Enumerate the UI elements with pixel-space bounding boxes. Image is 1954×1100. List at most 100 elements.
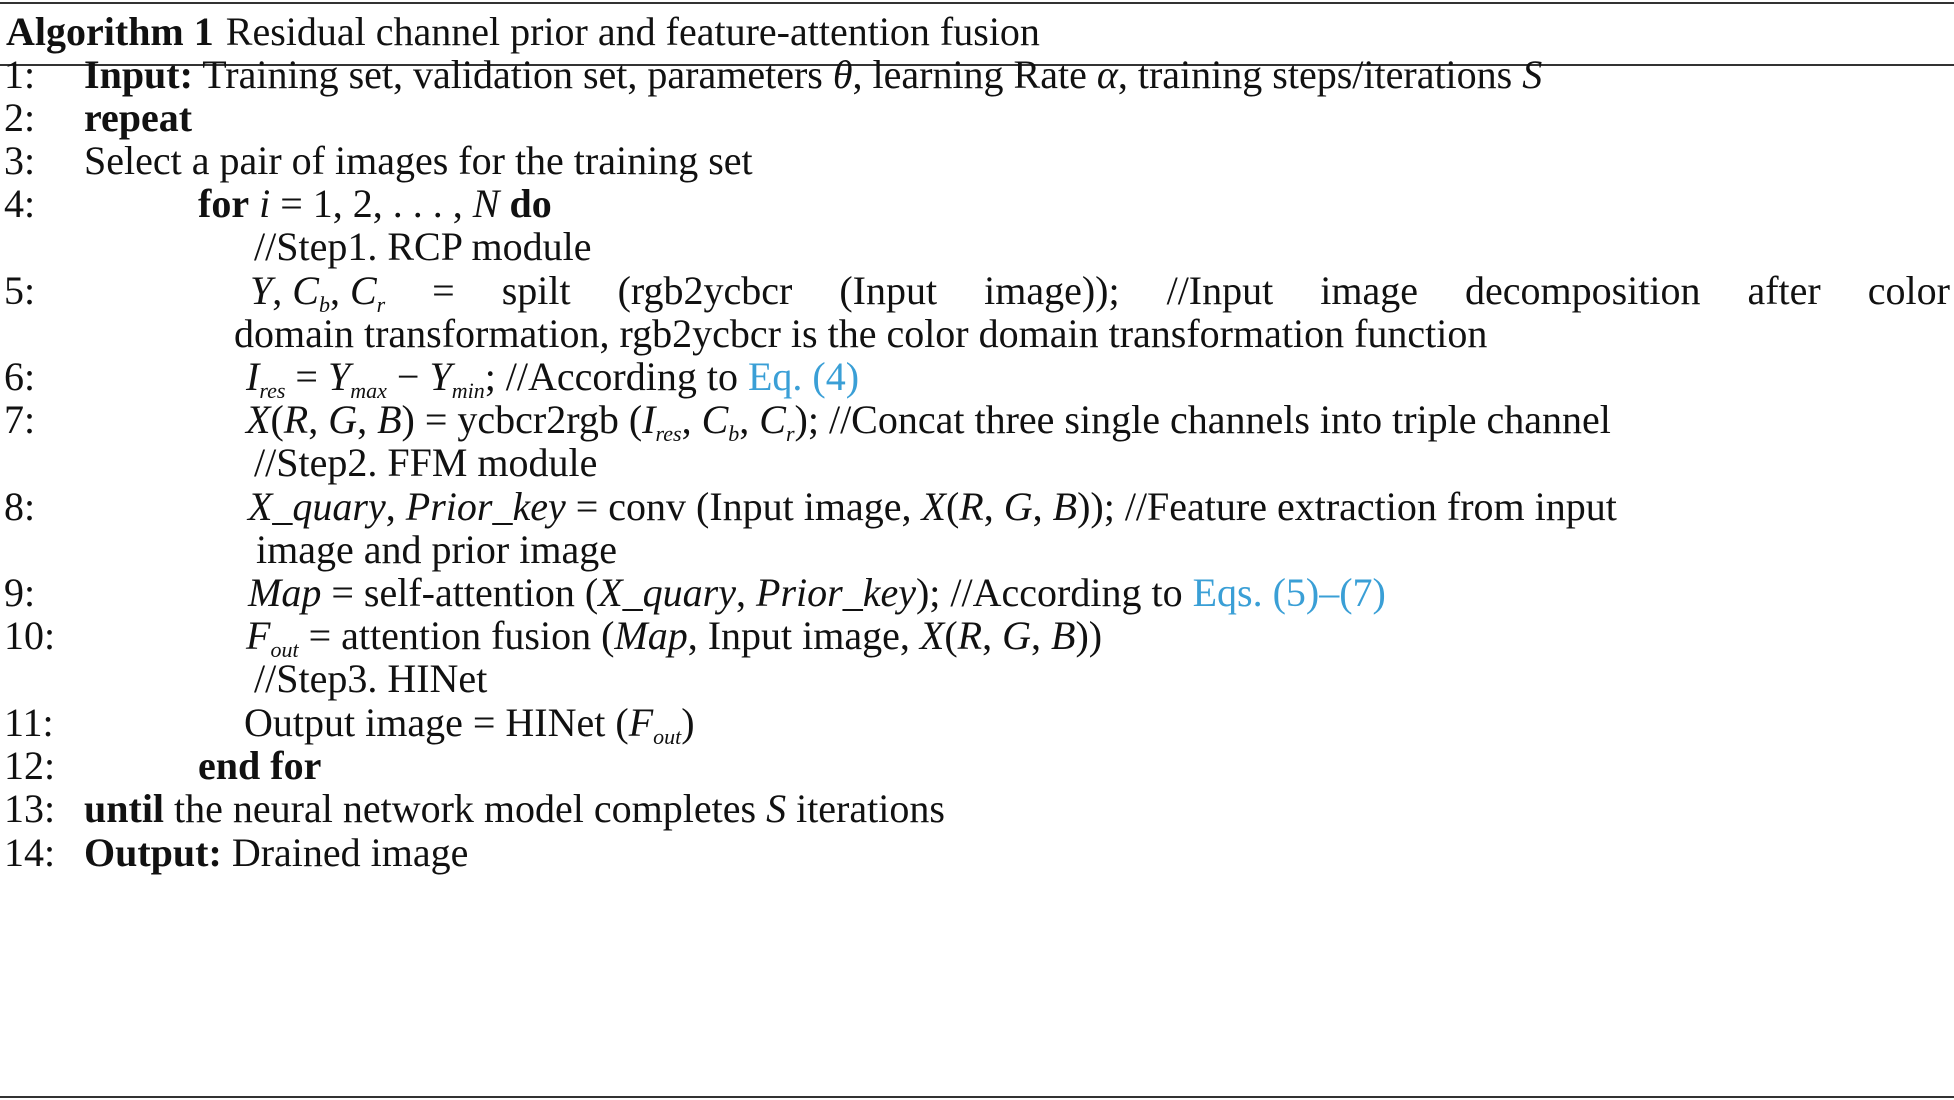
var: X (919, 613, 945, 658)
line-number: 10: (4, 613, 56, 658)
var: X (246, 397, 271, 442)
comment-text: //Step1. RCP module (254, 224, 592, 269)
var: G (1003, 484, 1033, 529)
word: color (1867, 268, 1950, 313)
text: = (285, 354, 328, 399)
subscript: out (653, 724, 682, 749)
var: R (959, 484, 984, 529)
comment-text: //Step3. HINet (254, 656, 488, 701)
caption-rule (0, 64, 1954, 66)
word: spilt (501, 268, 571, 313)
subscript: b (728, 421, 740, 446)
text: − (386, 354, 430, 399)
subscript: res (655, 421, 682, 446)
subscript: r (376, 292, 386, 317)
var: B (377, 397, 402, 442)
line-number: 5: (4, 268, 36, 313)
top-rule (0, 2, 1954, 4)
keyword: Output: (84, 830, 222, 875)
text: Training set, validation set, parameters (202, 52, 833, 97)
text: ; //According to (484, 354, 748, 399)
word: decomposition (1464, 268, 1701, 313)
line-number: 9: (4, 570, 36, 615)
word: image (1320, 268, 1418, 313)
word: = (432, 268, 455, 313)
var: R (283, 397, 309, 442)
var: R (957, 613, 983, 658)
line-number: 4: (4, 181, 36, 226)
text: Select a pair of images for the training… (84, 138, 753, 183)
subscript: b (318, 292, 330, 317)
text: = self-attention ( (321, 570, 599, 615)
var: i (259, 181, 271, 226)
text: = ycbcr2rgb ( (414, 397, 643, 442)
var: F (628, 700, 654, 745)
algorithm-title: Residual channel prior and feature-atten… (225, 9, 1040, 54)
line-number: 13: (4, 786, 56, 831)
theta-symbol: θ (832, 52, 853, 97)
var: F (246, 613, 271, 658)
text: , learning Rate (852, 52, 1097, 97)
text: Drained image (221, 830, 469, 875)
line-number: 8: (4, 484, 36, 529)
var: Y (429, 354, 452, 399)
keyword: repeat (84, 95, 193, 140)
text: )); //Feature extraction from input (1077, 484, 1617, 529)
var: Prior_key (405, 484, 566, 529)
subscript: out (270, 637, 299, 662)
var: G (328, 397, 358, 442)
s-symbol: S (766, 786, 787, 831)
s-symbol: S (1522, 52, 1543, 97)
equation-link[interactable]: Eq. (4) (747, 354, 860, 399)
var: Prior_key (756, 570, 916, 615)
word: (Input (839, 268, 938, 313)
var: Map (614, 613, 688, 658)
var: Y (327, 354, 351, 399)
text: the neural network model completes (164, 786, 767, 831)
equation-link[interactable]: Eqs. (5)–(7) (1192, 570, 1386, 615)
text: ); //Concat three single channels into t… (794, 397, 1611, 442)
line-number: 11: (4, 700, 54, 745)
word: (rgb2ycbcr (617, 268, 793, 313)
comment-text: //Step2. FFM module (254, 440, 598, 485)
keyword: Input: (84, 52, 193, 97)
text: = 1, 2, . . . , (270, 181, 473, 226)
var: Y (250, 268, 273, 313)
keyword: do (509, 181, 552, 226)
algorithm-label: Algorithm 1 (6, 9, 214, 54)
word: //Input (1166, 268, 1274, 313)
var: N (472, 181, 500, 226)
text: image and prior image (256, 527, 617, 572)
keyword: until (84, 786, 165, 831)
line-number: 3: (4, 138, 36, 183)
text: Output image = HINet ( (244, 700, 629, 745)
var: C (759, 397, 786, 442)
var: I (246, 354, 260, 399)
alpha-symbol: α (1096, 52, 1118, 97)
text: ) (681, 700, 695, 745)
bottom-rule (0, 1096, 1954, 1098)
keyword: for (198, 181, 250, 226)
var: G (1002, 613, 1031, 658)
var: X (921, 484, 946, 529)
subscript: min (451, 378, 485, 403)
text: = attention fusion ( (298, 613, 615, 658)
var: B (1052, 484, 1078, 529)
text: domain transformation, rgb2ycbcr is the … (234, 311, 1488, 356)
keyword: end for (198, 743, 322, 788)
var: C (349, 268, 377, 313)
subscript: max (350, 378, 387, 403)
text: ); //According to (915, 570, 1193, 615)
line-number: 1: (4, 52, 36, 97)
word: after (1747, 268, 1821, 313)
text: = conv (Input image, (575, 484, 922, 529)
text: , training steps/iterations (1117, 52, 1523, 97)
word: image)); (984, 268, 1120, 313)
line-number: 2: (4, 95, 36, 140)
text: iterations (786, 786, 945, 831)
text: , Input image, (687, 613, 920, 658)
var: C (292, 268, 319, 313)
line-number: 6: (4, 354, 36, 399)
var: Map (248, 570, 322, 615)
